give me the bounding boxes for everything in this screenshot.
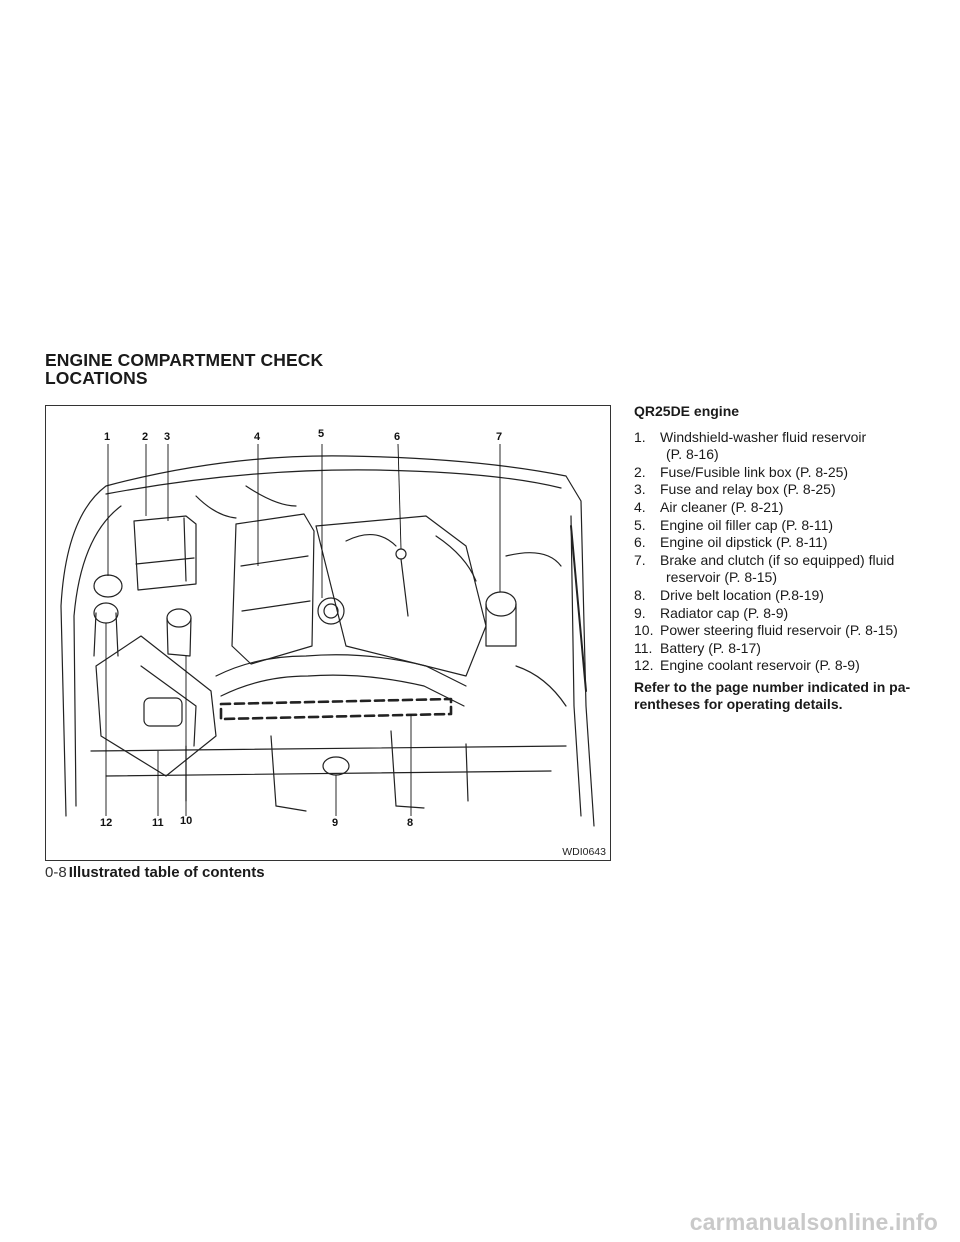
section-title-line2: LOCATIONS bbox=[45, 368, 148, 388]
locations-legend: QR25DE engine 1.Windshield-washer fluid … bbox=[634, 403, 934, 713]
list-item: 5.Engine oil filler cap (P. 8-11) bbox=[634, 516, 834, 533]
coolant-reservoir-cap bbox=[93, 602, 119, 624]
left-fender-edge bbox=[73, 505, 122, 807]
list-item: 8.Drive belt location (P.8-19) bbox=[634, 586, 824, 603]
watermark: carmanualsonline.info bbox=[689, 1209, 938, 1235]
location-list: 1.Windshield-washer fluid reservoir(P. 8… bbox=[634, 429, 934, 675]
washer-reservoir-cap bbox=[93, 574, 123, 598]
radiator-support bbox=[90, 745, 567, 752]
engine-line-drawing: 1 2 3 4 5 6 7 12 11 10 9 8 bbox=[60, 428, 595, 829]
callout-11: 11 bbox=[152, 817, 164, 829]
engine-compartment-illustration: 1 2 3 4 5 6 7 12 11 10 9 8 WDI0643 bbox=[45, 405, 611, 861]
hood-outline bbox=[60, 455, 595, 827]
power-steering-reservoir-cap bbox=[166, 608, 192, 628]
list-item: 10.Power steering fluid reservoir (P. 8-… bbox=[634, 622, 898, 639]
list-item: 11.Battery (P. 8-17) bbox=[634, 639, 761, 656]
callout-leaders bbox=[105, 443, 501, 816]
list-item: 2.Fuse/Fusible link box (P. 8-25) bbox=[634, 463, 849, 480]
intake-duct bbox=[215, 654, 467, 687]
oil-dipstick-handle bbox=[395, 548, 407, 560]
list-item: 3.Fuse and relay box (P. 8-25) bbox=[634, 481, 836, 498]
figure-code: WDI0643 bbox=[562, 846, 606, 858]
footer-title: Illustrated table of contents bbox=[68, 864, 265, 881]
right-fender-edge bbox=[570, 515, 582, 817]
brake-fluid-reservoir-cap bbox=[485, 591, 517, 617]
callout-3: 3 bbox=[164, 431, 170, 443]
callout-6: 6 bbox=[394, 431, 400, 443]
callout-2: 2 bbox=[142, 431, 148, 443]
list-item: 4.Air cleaner (P. 8-21) bbox=[634, 498, 784, 515]
hood-prop-rod bbox=[570, 525, 587, 692]
drive-belt-location bbox=[219, 697, 453, 721]
list-item: 6.Engine oil dipstick (P. 8-11) bbox=[634, 534, 828, 551]
callout-8: 8 bbox=[407, 817, 413, 829]
section-title: ENGINE COMPARTMENT CHECK LOCATIONS bbox=[45, 351, 323, 387]
radiator-cap bbox=[322, 756, 350, 776]
operating-details-note: Refer to the page number indicated in pa… bbox=[634, 678, 911, 712]
engine-subheading: QR25DE engine bbox=[634, 403, 740, 419]
cowl-line bbox=[105, 469, 562, 495]
oil-filler-cap bbox=[317, 597, 345, 625]
callout-10: 10 bbox=[180, 815, 192, 827]
battery bbox=[95, 635, 217, 777]
callout-7: 7 bbox=[496, 431, 502, 443]
list-item: 12.Engine coolant reservoir (P. 8-9) bbox=[634, 657, 860, 674]
callout-12: 12 bbox=[100, 817, 112, 829]
callout-1: 1 bbox=[104, 431, 110, 443]
fuse-relay-box bbox=[133, 515, 197, 591]
section-title-line1: ENGINE COMPARTMENT CHECK bbox=[45, 350, 324, 370]
page-number: 0-8 bbox=[45, 864, 67, 881]
callout-5: 5 bbox=[318, 428, 324, 440]
list-item: 1.Windshield-washer fluid reservoir(P. 8… bbox=[634, 428, 867, 463]
list-item: 9.Radiator cap (P. 8-9) bbox=[634, 604, 789, 621]
callout-9: 9 bbox=[332, 817, 338, 829]
list-item: 7.Brake and clutch (if so equipped) flui… bbox=[634, 551, 895, 586]
air-cleaner bbox=[231, 513, 315, 665]
callout-4: 4 bbox=[254, 431, 261, 443]
